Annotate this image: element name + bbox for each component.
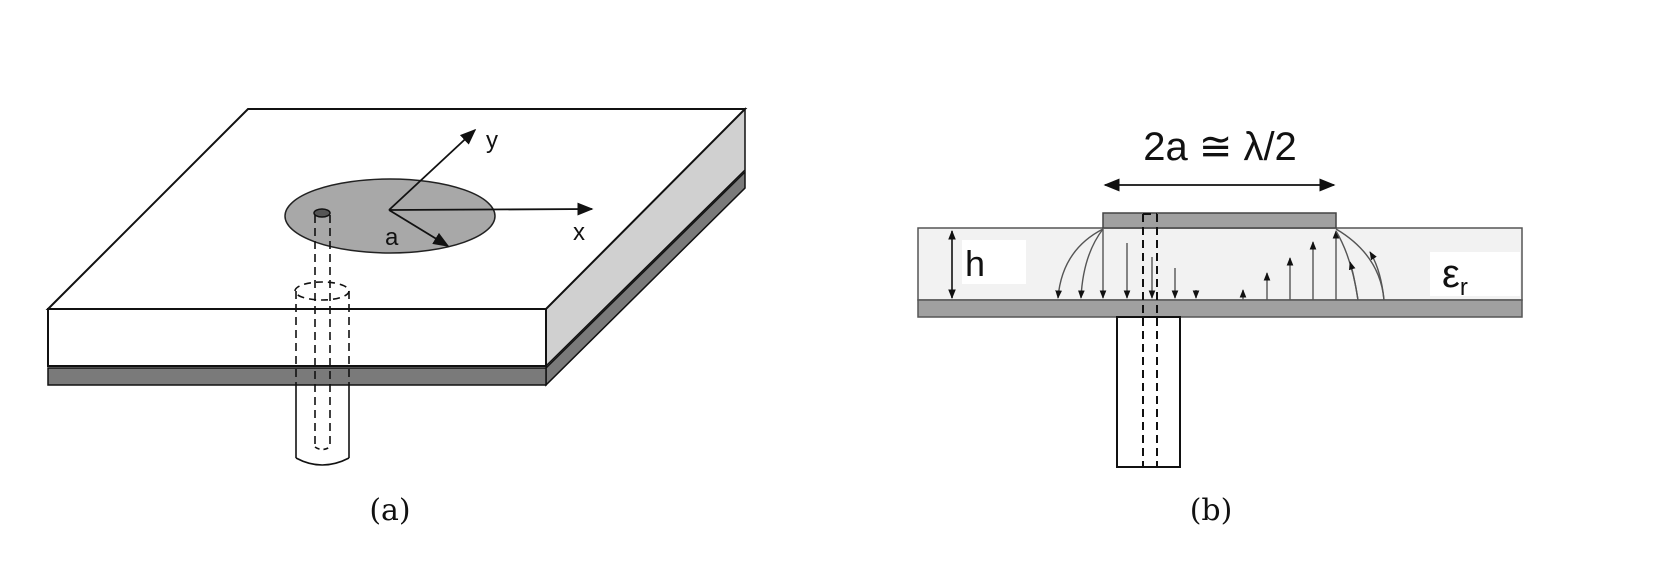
field-lines-left	[1055, 228, 1200, 299]
coax-probe	[294, 215, 350, 466]
height-label: h	[965, 243, 985, 284]
ground-plane-front	[47, 367, 547, 386]
x-axis-arrow	[388, 202, 594, 216]
coax-outer	[1116, 316, 1181, 468]
caption-b: (b)	[1190, 493, 1233, 528]
radius-arrow	[388, 209, 450, 247]
panel-b: 2a ≅ λ/2 h εr (	[917, 125, 1523, 528]
x-axis-label: x	[573, 219, 585, 246]
permittivity-label: εr	[1442, 252, 1468, 301]
panel-a: y x a (a)	[45, 107, 748, 528]
field-lines-right	[1239, 228, 1385, 301]
label-bg-er	[1430, 252, 1520, 296]
dimension-label: 2a ≅ λ/2	[1143, 125, 1297, 169]
radius-label: a	[385, 224, 399, 251]
patch-cross-section	[1102, 212, 1337, 229]
coax-inner-conductor	[1142, 213, 1158, 467]
feed-point	[313, 208, 331, 218]
y-axis-arrow	[388, 128, 477, 211]
ground-plane-cross-section	[917, 299, 1523, 318]
substrate-front-face	[47, 308, 547, 367]
caption-a: (a)	[369, 493, 410, 528]
coordinate-axes	[388, 128, 594, 247]
label-bg-h	[962, 240, 1026, 284]
y-axis-label: y	[486, 127, 498, 154]
